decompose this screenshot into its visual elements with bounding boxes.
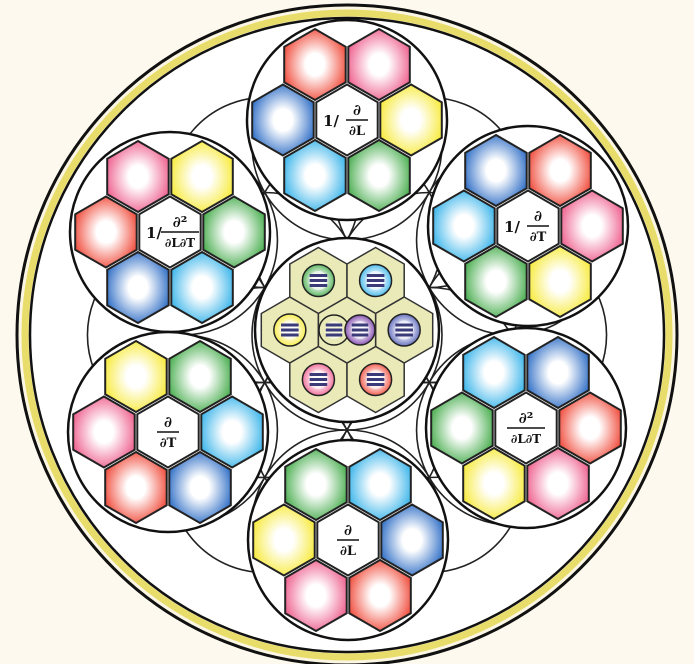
- trigram-slate-blue: [388, 314, 420, 346]
- trigram-line: [281, 324, 299, 327]
- label-prefix: 1/: [146, 224, 162, 242]
- label-numerator: ∂²: [173, 213, 188, 231]
- label-denominator: ∂L∂T: [511, 432, 541, 446]
- trigram-line: [281, 329, 299, 332]
- trigram-line: [326, 324, 343, 327]
- trigram-line: [367, 373, 385, 376]
- trigram-line: [310, 274, 328, 277]
- center-trigram-panel: [255, 238, 439, 422]
- label-numerator: ∂: [353, 101, 361, 119]
- label-numerator: ∂: [344, 521, 352, 539]
- trigram-line: [310, 279, 328, 282]
- label-denominator: ∂L∂T: [165, 236, 195, 250]
- trigram-line: [310, 383, 328, 386]
- trigram-line: [367, 378, 385, 381]
- cluster-upper-right: 1/ ∂ ∂T: [428, 126, 628, 326]
- label-numerator: ∂²: [519, 409, 534, 427]
- label-prefix: 1/: [323, 112, 339, 130]
- trigram-line: [310, 378, 328, 381]
- core-trigram-purple: [345, 315, 375, 345]
- label-denominator: ∂T: [530, 230, 547, 245]
- trigram-line: [352, 324, 369, 327]
- trigram-line: [367, 274, 385, 277]
- label-denominator: ∂L: [349, 124, 365, 139]
- trigram-line: [310, 284, 328, 287]
- trigram-yellow: [274, 314, 306, 346]
- trigram-line: [367, 383, 385, 386]
- trigram-line: [310, 373, 328, 376]
- trigram-light-blue: [360, 265, 392, 297]
- trigram-pink: [302, 364, 334, 396]
- trigram-line: [326, 334, 343, 337]
- label-numerator: ∂: [534, 207, 542, 225]
- label-denominator: ∂L: [340, 544, 356, 559]
- cluster-lower-right: ∂² ∂L∂T: [426, 328, 626, 528]
- label-prefix: 1/: [504, 218, 520, 236]
- trigram-line: [395, 334, 413, 337]
- trigram-line: [352, 329, 369, 332]
- trigram-line: [281, 334, 299, 337]
- trigram-line: [367, 284, 385, 287]
- trigram-line: [367, 279, 385, 282]
- trigram-line: [352, 334, 369, 337]
- trigram-red: [360, 364, 392, 396]
- cluster-upper-left: 1/ ∂² ∂L∂T: [70, 132, 270, 332]
- trigram-line: [395, 329, 413, 332]
- label-numerator: ∂: [164, 413, 172, 431]
- label-denominator: ∂T: [160, 436, 177, 451]
- trigram-line: [326, 329, 343, 332]
- cluster-bottom: ∂ ∂L: [248, 440, 448, 640]
- cluster-lower-left: ∂ ∂T: [68, 332, 268, 532]
- trigram-green: [302, 265, 334, 297]
- trigram-line: [395, 324, 413, 327]
- cluster-top: 1/ ∂ ∂L: [247, 20, 447, 220]
